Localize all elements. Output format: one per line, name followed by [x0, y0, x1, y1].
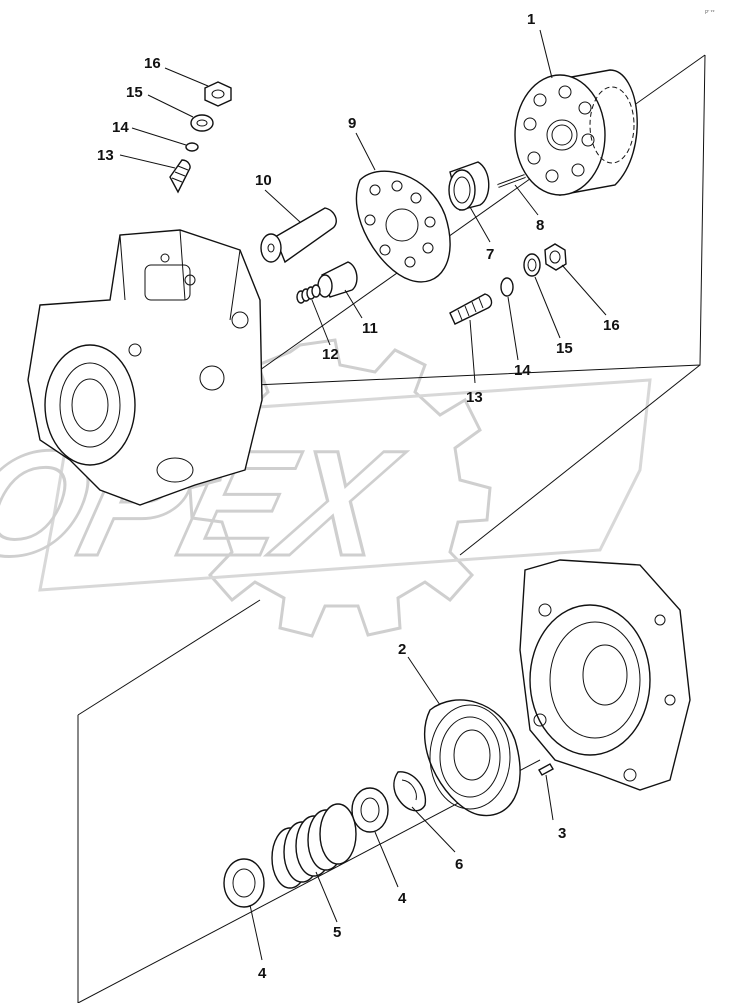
callout-8: 8 — [536, 217, 544, 234]
callout-13-left: 13 — [97, 147, 114, 164]
callout-16-left: 16 — [144, 55, 161, 72]
spring-seat-upper[interactable] — [351, 787, 389, 833]
callout-4-lower: 4 — [258, 965, 267, 982]
callout-3: 3 — [558, 825, 566, 842]
pump-housing — [27, 229, 263, 506]
callout-14-left: 14 — [112, 119, 129, 136]
callout-labels: 1 2 3 4 4 5 6 7 8 9 10 11 12 13 13 14 14… — [97, 11, 620, 982]
valve-plate[interactable] — [355, 170, 451, 283]
callout-9: 9 — [348, 115, 356, 132]
seal-plate[interactable] — [424, 699, 521, 817]
callout-7: 7 — [486, 246, 494, 263]
housing-cover — [519, 559, 691, 791]
main-spring[interactable] — [271, 803, 357, 889]
callout-12: 12 — [322, 346, 339, 363]
spring-small[interactable] — [296, 284, 321, 304]
callout-4-upper: 4 — [398, 890, 407, 907]
callout-5: 5 — [333, 924, 341, 941]
o-ring-left[interactable] — [185, 142, 199, 152]
callout-16-right: 16 — [603, 317, 620, 334]
bearing[interactable] — [448, 161, 490, 211]
corner-mark: P' ** — [705, 10, 715, 16]
piston[interactable] — [260, 207, 337, 264]
nut-left[interactable] — [204, 81, 232, 107]
leader-lines — [119, 29, 607, 961]
callout-11: 11 — [362, 320, 378, 337]
callout-14-right: 14 — [514, 362, 531, 379]
dowel-pin[interactable] — [538, 763, 554, 776]
sleeve[interactable] — [317, 261, 358, 298]
callout-15-right: 15 — [556, 340, 573, 357]
callout-2: 2 — [398, 641, 406, 658]
callout-1: 1 — [527, 11, 535, 28]
threaded-plug-right[interactable] — [449, 293, 493, 325]
washer-left[interactable] — [190, 114, 214, 132]
callout-6: 6 — [455, 856, 463, 873]
washer-right[interactable] — [523, 253, 541, 277]
callout-10: 10 — [255, 172, 272, 189]
callout-13-right: 13 — [466, 389, 483, 406]
callout-15-left: 15 — [126, 84, 143, 101]
watermark-banner — [38, 378, 652, 592]
o-ring-right[interactable] — [500, 277, 514, 297]
nut-right[interactable] — [544, 243, 567, 271]
cylinder-barrel[interactable] — [514, 69, 638, 196]
threaded-plug-left[interactable] — [169, 159, 191, 194]
snap-ring[interactable] — [393, 771, 427, 812]
spring-seat-lower[interactable] — [223, 858, 265, 908]
pin[interactable] — [497, 174, 526, 188]
